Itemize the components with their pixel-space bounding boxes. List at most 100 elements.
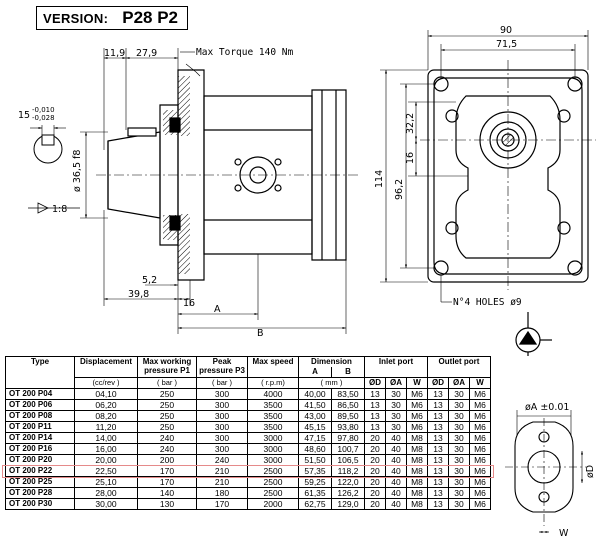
- cell-type: OT 200 P30: [5, 498, 75, 510]
- cell-i-a: 40: [385, 443, 407, 455]
- cell-p1: 140: [137, 487, 197, 499]
- cell-i-a: 40: [385, 498, 407, 510]
- header-max-speed: Max speed: [247, 356, 299, 378]
- cell-i-w: M8: [406, 498, 428, 510]
- header-outlet-w: W: [469, 377, 491, 389]
- cell-i-a: 40: [385, 454, 407, 466]
- header-inlet: Inlet port: [364, 356, 428, 378]
- cell-p3: 300: [196, 410, 248, 422]
- cell-p3: 300: [196, 421, 248, 433]
- cell-p3: 210: [196, 465, 248, 477]
- header-inlet-od: ØD: [364, 377, 386, 389]
- cell-o-d: 13: [427, 432, 449, 444]
- cell-type: OT 200 P11: [5, 421, 75, 433]
- cell-i-w: M8: [406, 476, 428, 488]
- max-torque-label: Max Torque 140 Nm: [196, 47, 294, 58]
- cell-i-a: 40: [385, 487, 407, 499]
- cell-i-w: M6: [406, 399, 428, 411]
- cell-i-d: 20: [364, 476, 386, 488]
- cell-o-d: 13: [427, 388, 449, 400]
- cell-i-w: M8: [406, 443, 428, 455]
- cell-o-a: 30: [448, 487, 470, 499]
- cell-p3: 240: [196, 454, 248, 466]
- cell-disp: 16,00: [74, 443, 138, 455]
- spec-table: Type Displacement Max working pressure P…: [5, 356, 491, 510]
- cell-o-d: 13: [427, 476, 449, 488]
- dim-27-9: 27,9: [136, 48, 157, 59]
- cell-o-w: M6: [469, 388, 491, 400]
- port-d-label: øD: [585, 465, 596, 478]
- cell-disp: 06,20: [74, 399, 138, 411]
- cell-i-a: 40: [385, 432, 407, 444]
- cell-o-d: 13: [427, 443, 449, 455]
- cell-type: OT 200 P28: [5, 487, 75, 499]
- cell-o-d: 13: [427, 421, 449, 433]
- pump-symbol-icon: [515, 312, 552, 356]
- cell-type: OT 200 P22: [5, 465, 75, 477]
- cell-p1: 250: [137, 421, 197, 433]
- header-max-pressure: Max working pressure P1: [137, 356, 197, 378]
- dim-16-v: 16: [405, 152, 416, 164]
- cell-a: 59,25: [298, 476, 332, 488]
- cell-o-w: M6: [469, 432, 491, 444]
- cell-disp: 30,00: [74, 498, 138, 510]
- cell-speed: 3000: [247, 443, 299, 455]
- cell-p3: 300: [196, 443, 248, 455]
- cell-a: 57,35: [298, 465, 332, 477]
- cell-speed: 3000: [247, 454, 299, 466]
- cell-i-a: 30: [385, 410, 407, 422]
- cell-speed: 2500: [247, 487, 299, 499]
- cell-o-w: M6: [469, 476, 491, 488]
- header-type: Type: [5, 356, 75, 389]
- cell-p1: 170: [137, 465, 197, 477]
- cell-i-w: M6: [406, 421, 428, 433]
- cell-speed: 4000: [247, 388, 299, 400]
- cell-o-d: 13: [427, 399, 449, 411]
- cell-type: OT 200 P04: [5, 388, 75, 400]
- cell-i-d: 20: [364, 443, 386, 455]
- cell-a: 45,15: [298, 421, 332, 433]
- dim-114: 114: [374, 170, 385, 188]
- cell-i-w: M6: [406, 388, 428, 400]
- cell-o-w: M6: [469, 410, 491, 422]
- cell-b: 106,5: [331, 454, 365, 466]
- cell-p1: 240: [137, 432, 197, 444]
- header-row-1: Type Displacement Max working pressure P…: [5, 356, 491, 389]
- cell-p1: 250: [137, 388, 197, 400]
- header-outlet: Outlet port: [427, 356, 491, 378]
- header-dim-b: B: [331, 367, 365, 378]
- port-a-label: øA ±0.01: [525, 402, 569, 413]
- cell-i-a: 30: [385, 421, 407, 433]
- cell-i-a: 30: [385, 388, 407, 400]
- cell-speed: 3500: [247, 410, 299, 422]
- cell-disp: 04,10: [74, 388, 138, 400]
- cell-a: 47,15: [298, 432, 332, 444]
- cell-o-a: 30: [448, 399, 470, 411]
- cell-disp: 11,20: [74, 421, 138, 433]
- side-view: [96, 69, 360, 281]
- dim-a: A: [214, 304, 221, 315]
- key-tol-top: -0,010: [32, 106, 55, 114]
- cell-disp: 14,00: [74, 432, 138, 444]
- cell-a: 43,00: [298, 410, 332, 422]
- cell-o-w: M6: [469, 443, 491, 455]
- dim-16: 16: [183, 298, 195, 309]
- cell-type: OT 200 P25: [5, 476, 75, 488]
- cell-a: 48,60: [298, 443, 332, 455]
- cell-p3: 300: [196, 388, 248, 400]
- cell-i-d: 13: [364, 410, 386, 422]
- cell-speed: 3000: [247, 432, 299, 444]
- cell-o-w: M6: [469, 465, 491, 477]
- cell-b: 100,7: [331, 443, 365, 455]
- cell-i-d: 13: [364, 399, 386, 411]
- dim-5-2: 5,2: [142, 275, 157, 286]
- cell-b: 93,80: [331, 421, 365, 433]
- cell-o-d: 13: [427, 487, 449, 499]
- cell-a: 51,50: [298, 454, 332, 466]
- technical-drawing: 11,9 27,9 Max Torque 140 Nm 5,2 39,8 16 …: [18, 25, 596, 356]
- cell-p1: 130: [137, 498, 197, 510]
